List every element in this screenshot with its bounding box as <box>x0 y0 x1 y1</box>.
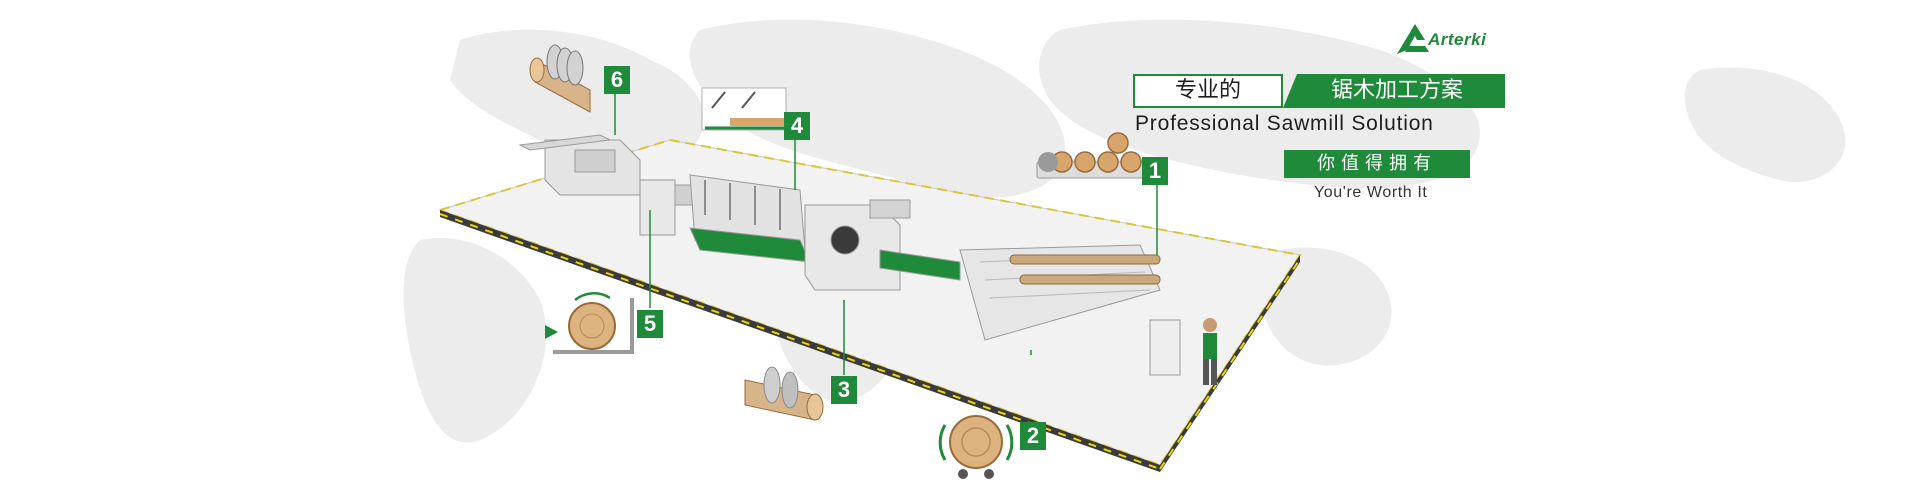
slogan-english: You're Worth It <box>1314 184 1428 201</box>
slogan-chinese: 你值得拥有 <box>1284 150 1470 178</box>
brand-logo-text: Arterki <box>1428 30 1487 49</box>
step-4-illustration <box>701 87 787 131</box>
step-badge-2: 2 <box>1020 422 1046 450</box>
step-5-illustration <box>545 292 634 354</box>
step-3-illustration <box>744 366 824 421</box>
machine-line <box>518 134 1217 385</box>
triangle-a-logo-icon <box>1397 24 1429 54</box>
leader-lines <box>614 70 1158 375</box>
step-6-illustration <box>529 44 591 113</box>
step-badge-4: 4 <box>784 112 810 140</box>
headline: 专业的 锯木加工方案 <box>1133 74 1505 108</box>
step-badge-1: 1 <box>1142 157 1168 185</box>
headline-english: Professional Sawmill Solution <box>1135 112 1434 135</box>
headline-part2: 锯木加工方案 <box>1283 74 1505 108</box>
step-badge-3: 3 <box>831 376 857 404</box>
step-badge-5: 5 <box>637 310 663 338</box>
step-badge-6: 6 <box>604 66 630 94</box>
headline-part1: 专业的 <box>1133 74 1283 108</box>
step-2-illustration <box>938 415 1014 479</box>
step-1-illustration <box>1036 132 1156 179</box>
